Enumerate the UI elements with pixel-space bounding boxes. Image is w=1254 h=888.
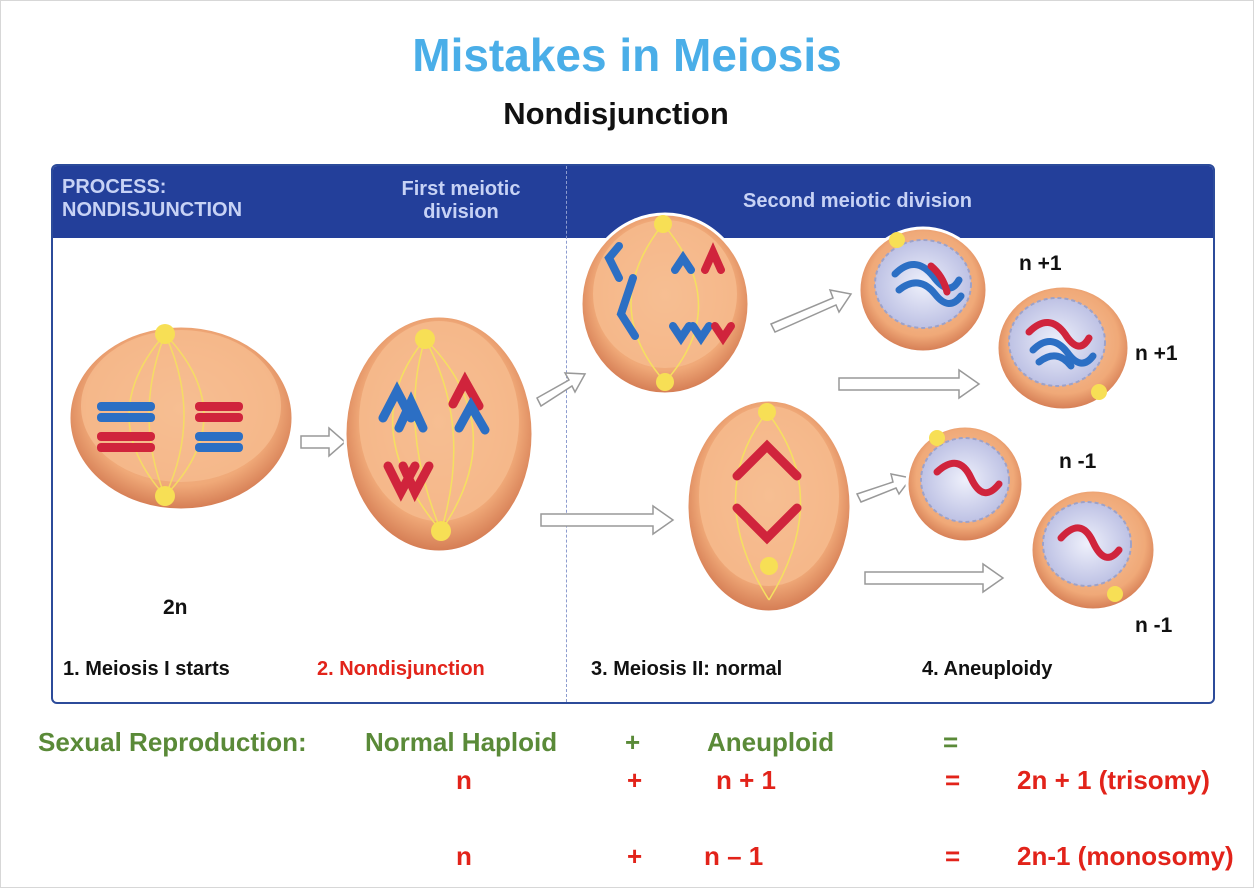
eq-row2-equals: = — [945, 765, 961, 795]
eq-row1-normal-haploid: Normal Haploid — [365, 727, 558, 757]
label-n-minus-1-a: n -1 — [1059, 450, 1097, 473]
arrow-icon — [838, 368, 981, 400]
gamete-n-minus-1-b — [1029, 488, 1157, 612]
eq-row2-trisomy: 2n + 1 (trisomy) — [1017, 765, 1210, 795]
eq-row1-equals: = — [943, 727, 959, 757]
label-2n: 2n — [163, 596, 188, 619]
page-subtitle: Nondisjunction — [503, 96, 729, 131]
centrosome-icon — [656, 373, 674, 391]
eq-row3-equals: = — [945, 841, 961, 871]
header-first-line1: First meiotic — [401, 178, 521, 200]
arrow-icon — [300, 426, 347, 458]
chromosome-set-icon — [604, 242, 735, 346]
centrosome-icon — [929, 430, 945, 446]
gamete-n-plus-1-b — [995, 284, 1131, 412]
eq-row3-plus: + — [627, 841, 643, 871]
eq-row1-aneuploid: Aneuploid — [707, 727, 835, 757]
centrosome-icon — [1107, 586, 1123, 602]
step-2-label: 2. Nondisjunction — [317, 658, 485, 680]
eq-row2-n: n — [456, 765, 472, 795]
centrosome-icon — [155, 324, 175, 344]
division-divider — [566, 166, 567, 702]
header-first-line2: division — [423, 201, 499, 223]
label-n-minus-1-b: n -1 — [1135, 614, 1173, 637]
centrosome-icon — [155, 486, 175, 506]
label-n-plus-1-b: n +1 — [1135, 342, 1178, 365]
cell-nondisjunction — [343, 314, 535, 554]
gamete-n-plus-1-a — [857, 226, 989, 354]
centrosome-icon — [431, 521, 451, 541]
eq-row2-plus: + — [627, 765, 643, 795]
eq-row3-n: n — [456, 841, 472, 871]
centrosome-icon — [654, 215, 672, 233]
diagram-panel: PROCESS: NONDISJUNCTION First meiotic di… — [51, 164, 1215, 704]
arrow-icon — [536, 372, 587, 408]
centrosome-icon — [760, 557, 778, 575]
chromosome-pair-icon — [97, 402, 243, 452]
header-process-line1: PROCESS: — [62, 176, 167, 198]
step-1-label: 1. Meiosis I starts — [63, 658, 230, 680]
arrow-icon — [855, 473, 913, 503]
centrosome-icon — [889, 232, 905, 248]
arrow-icon — [769, 289, 853, 333]
gamete-n-minus-1-a — [905, 424, 1025, 544]
eq-row1-sexual: Sexual Reproduction: — [38, 727, 307, 757]
centrosome-icon — [1091, 384, 1107, 400]
eq-row3-n-minus-1: n – 1 — [704, 841, 764, 871]
page-title: Mistakes in Meiosis — [412, 29, 842, 81]
arrow-icon — [864, 562, 1005, 594]
eq-row1-plus: + — [625, 727, 641, 757]
header-process-line2: NONDISJUNCTION — [62, 199, 243, 221]
eq-row2-n-plus-1: n + 1 — [716, 765, 776, 795]
header-process: PROCESS: NONDISJUNCTION — [62, 176, 242, 222]
centrosome-icon — [758, 403, 776, 421]
cell-meiosis-ii-upper — [579, 212, 751, 396]
step-3-label: 3. Meiosis II: normal — [591, 658, 783, 680]
cell-meiosis-start — [67, 324, 295, 512]
label-n-plus-1-a: n +1 — [1019, 252, 1062, 275]
meiosis-illustration — [67, 212, 1157, 614]
chromosome-set-icon — [732, 439, 802, 545]
arrow-icon — [540, 504, 675, 536]
centrosome-icon — [415, 329, 435, 349]
cell-meiosis-ii-lower — [685, 398, 853, 614]
step-4-label: 4. Aneuploidy — [922, 658, 1053, 680]
chromosome-pair-icon — [378, 371, 490, 503]
header-first-division: First meiotic division — [371, 178, 551, 224]
eq-row3-monosomy: 2n-1 (monosomy) — [1017, 841, 1234, 871]
header-second-division: Second meiotic division — [743, 190, 972, 212]
